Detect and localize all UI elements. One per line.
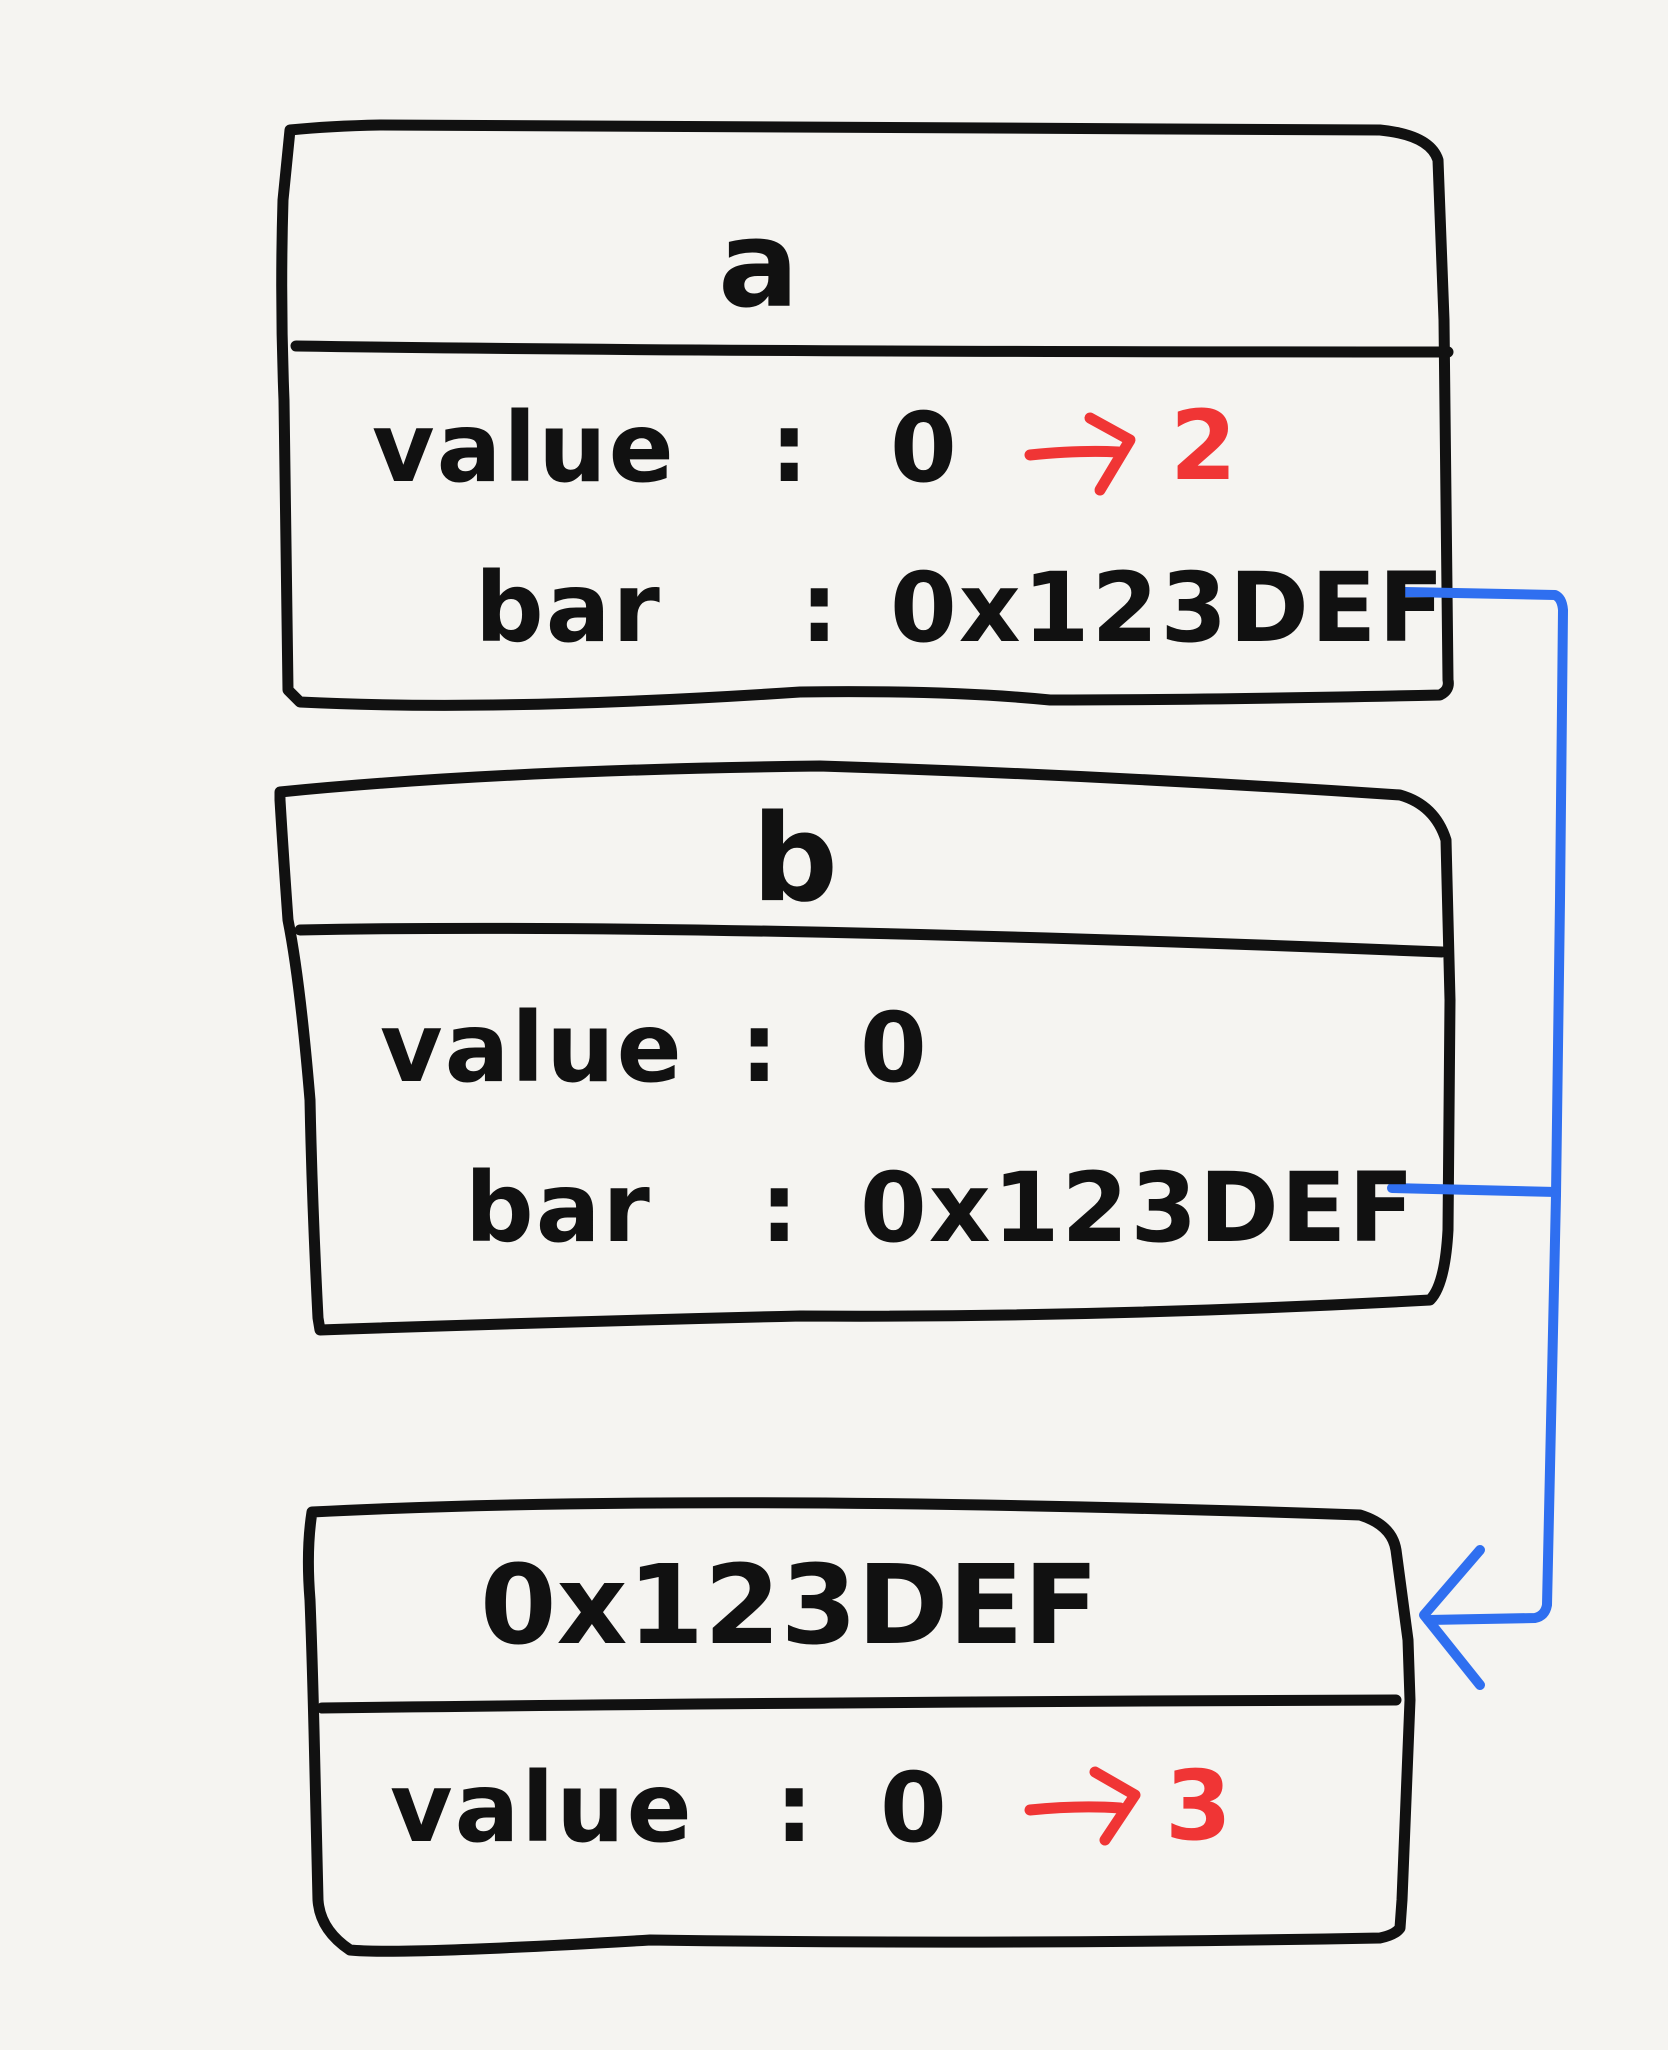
pointer-line-b-bar (1387, 1183, 1561, 1197)
object-b-field-bar-sep: : (760, 1152, 801, 1264)
object-b-box (274, 760, 1456, 1336)
object-a-border (276, 119, 1454, 711)
object-0x123def-title: 0x123DEF (480, 1541, 1099, 1669)
pointer-arrowhead-icon (1419, 1545, 1485, 1690)
object-0x123def-field-value-new-value: 3 (1165, 1750, 1234, 1862)
object-0x123def-field-value-label: value (390, 1752, 694, 1864)
object-b-field-bar-label: bar (465, 1152, 652, 1264)
object-a-field-value-label: value (372, 392, 676, 504)
object-a-field-value-sep: : (770, 392, 811, 504)
pointer-connectors (1387, 587, 1568, 1690)
object-a-title: a (718, 196, 799, 335)
change-arrows (1024, 412, 1141, 1846)
object-a-field-value-new-value: 2 (1170, 390, 1239, 502)
change-arrow-0x123def-icon (1024, 1766, 1141, 1846)
pointer-line-down (1423, 1190, 1561, 1625)
object-a-field-bar-sep: : (800, 552, 841, 664)
object-0x123def-border (302, 1497, 1416, 1957)
object-a-divider (290, 340, 1454, 358)
object-b-border (274, 760, 1456, 1336)
object-a-box (276, 119, 1454, 711)
object-b-field-bar-value: 0x123DEF (860, 1152, 1416, 1264)
object-0x123def-divider (316, 1694, 1402, 1714)
object-b-divider (294, 922, 1448, 958)
object-b-title: b (752, 790, 838, 929)
object-b-field-value-value: 0 (860, 992, 929, 1104)
object-a-field-bar-label: bar (475, 552, 662, 664)
object-a-field-bar-value: 0x123DEF (890, 552, 1446, 664)
object-0x123def-field-value-sep: : (775, 1752, 816, 1864)
object-b-field-value-label: value (380, 992, 684, 1104)
change-arrow-a-icon (1024, 412, 1136, 496)
object-a-field-value-value: 0 (890, 392, 959, 504)
object-0x123def-field-value-value: 0 (880, 1752, 949, 1864)
pointer-line-a-bar (1400, 587, 1568, 1200)
object-b-field-value-sep: : (740, 992, 781, 1104)
object-0x123def-box (302, 1497, 1416, 1957)
